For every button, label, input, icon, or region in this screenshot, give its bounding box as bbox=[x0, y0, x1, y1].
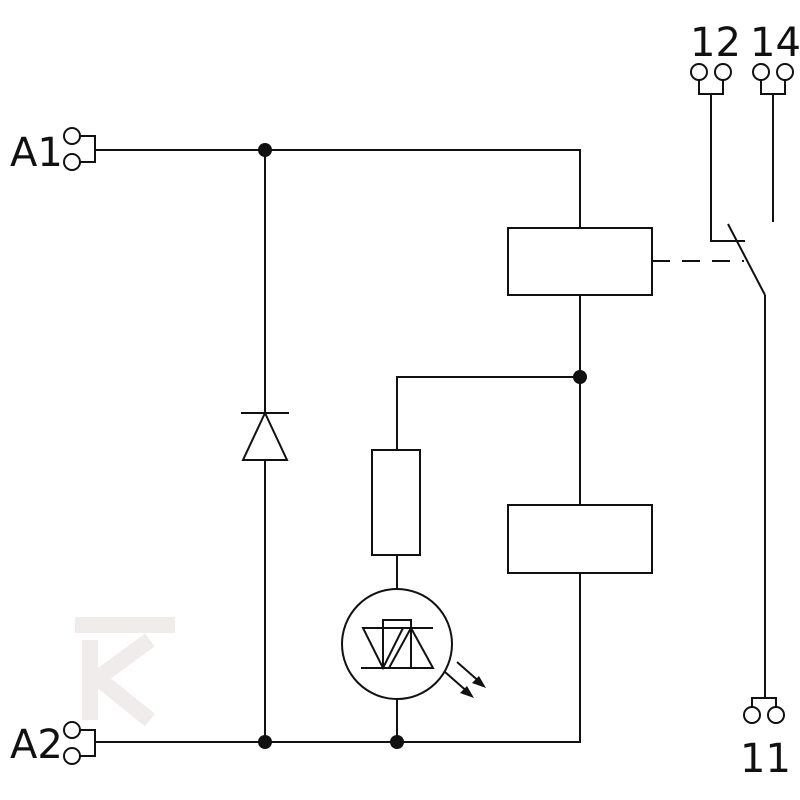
led-indicator bbox=[341, 588, 453, 700]
junction-dot bbox=[258, 143, 272, 157]
wiring bbox=[100, 149, 581, 743]
terminal-a2 bbox=[63, 721, 100, 765]
terminal-12 bbox=[690, 63, 732, 95]
resistor-box bbox=[507, 504, 653, 574]
light-emission-arrows-icon bbox=[444, 661, 486, 698]
relay-coil bbox=[507, 227, 653, 296]
terminal-label-a1: A1 bbox=[10, 130, 63, 176]
terminal-label-a2: A2 bbox=[10, 722, 63, 768]
changeover-contact bbox=[710, 94, 774, 698]
terminal-14 bbox=[752, 63, 794, 95]
terminal-11 bbox=[743, 697, 785, 724]
junction-dot bbox=[390, 735, 404, 749]
terminal-label-11: 11 bbox=[740, 736, 791, 782]
junction-dot bbox=[258, 735, 272, 749]
terminal-label-14: 14 bbox=[750, 20, 800, 66]
diode-symbol bbox=[241, 410, 289, 461]
terminal-label-12: 12 bbox=[690, 20, 741, 66]
led-resistor bbox=[371, 449, 421, 556]
junction-dot bbox=[573, 370, 587, 384]
terminal-a1 bbox=[63, 127, 100, 171]
watermark-logo bbox=[75, 617, 175, 727]
